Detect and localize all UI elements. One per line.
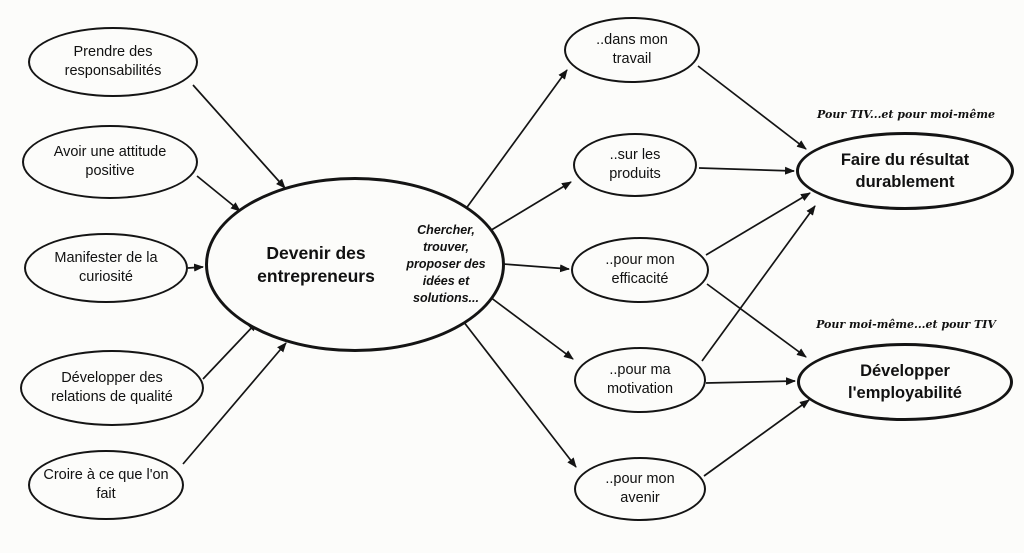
arrow-efficacite-employabilite (706, 283, 807, 358)
node-developper-employabilite: Développer l'employabilité (797, 343, 1013, 421)
caption-pour-tiv: Pour TIV...et pour moi-même (817, 108, 995, 121)
node-label: Développer l'employabilité (848, 361, 962, 402)
node-relations-qualite: Développer des relations de qualité (20, 350, 204, 426)
arrow-center-produits (487, 181, 572, 233)
node-pour-mon-avenir: ..pour mon avenir (574, 457, 706, 521)
node-label: ..pour mon avenir (605, 471, 675, 506)
node-label: Manifester de la curiosité (54, 250, 158, 285)
arrow-center-motivation (489, 296, 574, 360)
arrow-produits-resultat (698, 166, 795, 175)
arrow-relations-center (202, 321, 258, 380)
node-label: ..dans mon travail (596, 32, 668, 67)
node-attitude-positive: Avoir une attitude positive (22, 125, 198, 199)
node-label: ..sur les produits (609, 147, 661, 182)
arrow-travail-resultat (697, 65, 807, 150)
node-devenir-entrepreneurs: Devenir des entrepreneurs Chercher, trou… (205, 177, 505, 352)
node-prendre-responsabilites: Prendre des responsabilités (28, 27, 198, 97)
arrow-center-travail (464, 69, 568, 211)
node-dans-mon-travail: ..dans mon travail (564, 17, 700, 83)
center-node-title: Devenir des entrepreneurs (257, 242, 375, 286)
node-faire-du-resultat: Faire du résultat durablement (796, 132, 1014, 210)
node-label: Développer des relations de qualité (51, 370, 173, 405)
arrow-responsabilites-center (192, 84, 286, 189)
node-label: Prendre des responsabilités (64, 44, 162, 79)
arrow-curiosite-center (187, 263, 204, 272)
node-manifester-curiosite: Manifester de la curiosité (24, 233, 188, 303)
node-label: Croire à ce que l'on fait (43, 467, 169, 502)
arrow-motivation-employabilite (705, 377, 796, 386)
node-croire-ce-que-lon-fait: Croire à ce que l'on fait (28, 450, 184, 520)
node-label: ..pour ma motivation (606, 362, 674, 397)
node-pour-mon-efficacite: ..pour mon efficacité (571, 237, 709, 303)
node-label: Faire du résultat durablement (840, 150, 970, 191)
center-node-note: Chercher, trouver, proposer des idées et… (406, 223, 486, 305)
node-label: ..pour mon efficacité (605, 252, 675, 287)
arrow-attitude-center (196, 175, 241, 212)
node-label: Avoir une attitude positive (53, 144, 167, 179)
arrow-center-efficacite (502, 263, 570, 273)
arrow-croire-center (182, 342, 287, 465)
node-sur-les-produits: ..sur les produits (573, 133, 697, 197)
arrow-efficacite-resultat (705, 192, 811, 256)
caption-pour-moi-meme: Pour moi-même...et pour TIV (816, 318, 996, 331)
node-pour-ma-motivation: ..pour ma motivation (574, 347, 706, 413)
arrow-avenir-employabilite (703, 399, 810, 477)
arrow-center-avenir (462, 320, 577, 468)
arrow-motivation-resultat (701, 205, 816, 362)
